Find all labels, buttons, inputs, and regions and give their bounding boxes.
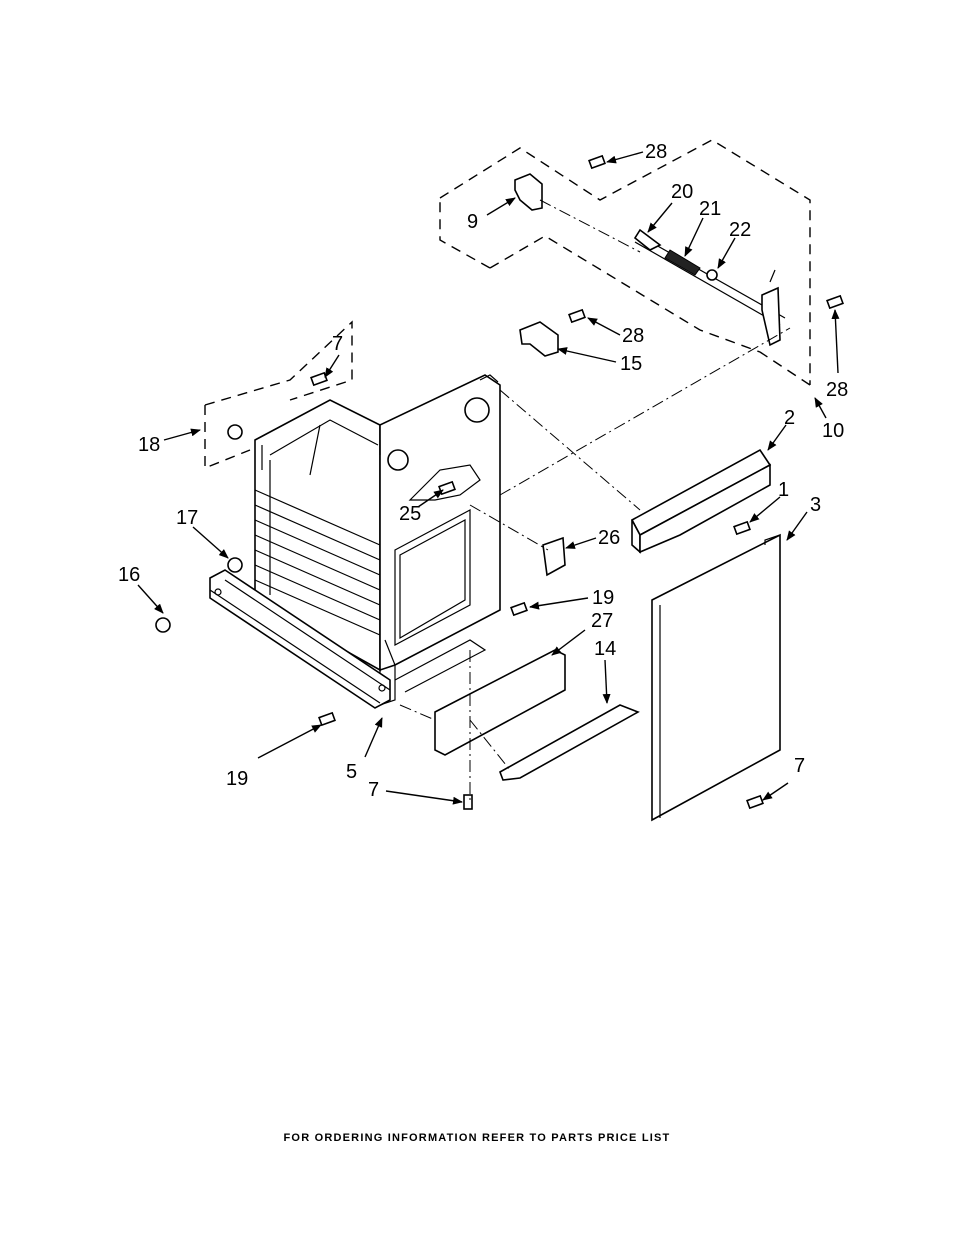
callout-17: 17: [176, 507, 198, 529]
handle-14: [499, 704, 640, 781]
rod-assembly: [633, 228, 786, 347]
callout-9: 9: [467, 211, 478, 233]
callout-25: 25: [399, 503, 421, 525]
callout-26: 26: [598, 527, 620, 549]
callout-7-right: 7: [794, 755, 805, 777]
callout-22: 22: [729, 219, 751, 241]
callout-21: 21: [699, 198, 721, 220]
callout-7-bottom: 7: [368, 779, 379, 801]
callout-1: 1: [778, 479, 789, 501]
top-cover-2: [630, 448, 772, 554]
projection-lines: [399, 199, 791, 800]
bracket-15: [519, 321, 559, 357]
callout-15: 15: [620, 353, 642, 375]
callout-28-mid: 28: [622, 325, 644, 347]
callout-14: 14: [594, 638, 616, 660]
callout-16: 16: [118, 564, 140, 586]
part-18: [227, 424, 243, 440]
callout-5: 5: [346, 761, 357, 783]
footer-note: FOR ORDERING INFORMATION REFER TO PARTS …: [283, 1132, 671, 1144]
cabinet-frame: [254, 374, 501, 706]
screws: [310, 154, 844, 810]
callout-7-top: 7: [332, 333, 343, 355]
screw-16: [155, 617, 171, 633]
leader-arrows: [137, 151, 840, 805]
callout-19-left: 19: [226, 768, 248, 790]
callouts: 28 9 20 21 22 28 15 28 10 7 18 2 1 3 25 …: [118, 141, 848, 801]
callout-18: 18: [138, 434, 160, 456]
callout-3: 3: [810, 494, 821, 516]
callout-2: 2: [784, 407, 795, 429]
group-boundary-left: [204, 320, 353, 470]
hinge-9: [514, 173, 543, 211]
clip-26: [542, 536, 566, 577]
callout-10: 10: [822, 420, 844, 442]
side-panel-3: [651, 533, 781, 822]
callout-19-right: 19: [592, 587, 614, 609]
callout-28-top: 28: [645, 141, 667, 163]
callout-20: 20: [671, 181, 693, 203]
callout-27: 27: [591, 610, 613, 632]
base-rail: [209, 569, 391, 709]
callout-28-right: 28: [826, 379, 848, 401]
nut-17: [227, 557, 243, 573]
